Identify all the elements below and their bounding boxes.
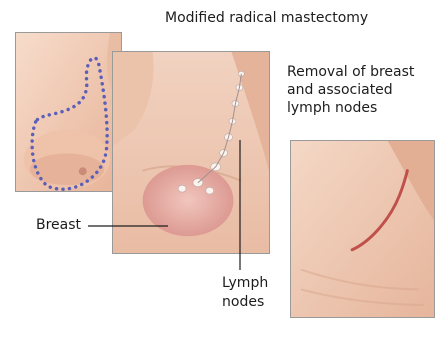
breast-tissue — [143, 165, 234, 236]
postop-illustration — [291, 141, 434, 317]
preop-illustration — [16, 33, 121, 191]
figure-title: Modified radical mastectomy — [165, 10, 368, 27]
postop-scar-panel — [290, 140, 435, 318]
anatomy-illustration — [113, 52, 269, 253]
breast-label: Breast — [36, 217, 81, 234]
description-line: lymph nodes — [287, 99, 414, 117]
lymph-nodes-label: Lymph nodes — [222, 274, 268, 312]
description-line: Removal of breast — [287, 63, 414, 81]
preop-incision-panel — [15, 32, 122, 192]
surgical-anatomy-panel — [112, 51, 270, 254]
nipple — [79, 167, 87, 175]
description-line: and associated — [287, 81, 414, 99]
procedure-description: Removal of breast and associated lymph n… — [287, 63, 414, 117]
lymph-nodes-label-line: nodes — [222, 293, 268, 312]
lymph-nodes-label-line: Lymph — [222, 274, 268, 293]
